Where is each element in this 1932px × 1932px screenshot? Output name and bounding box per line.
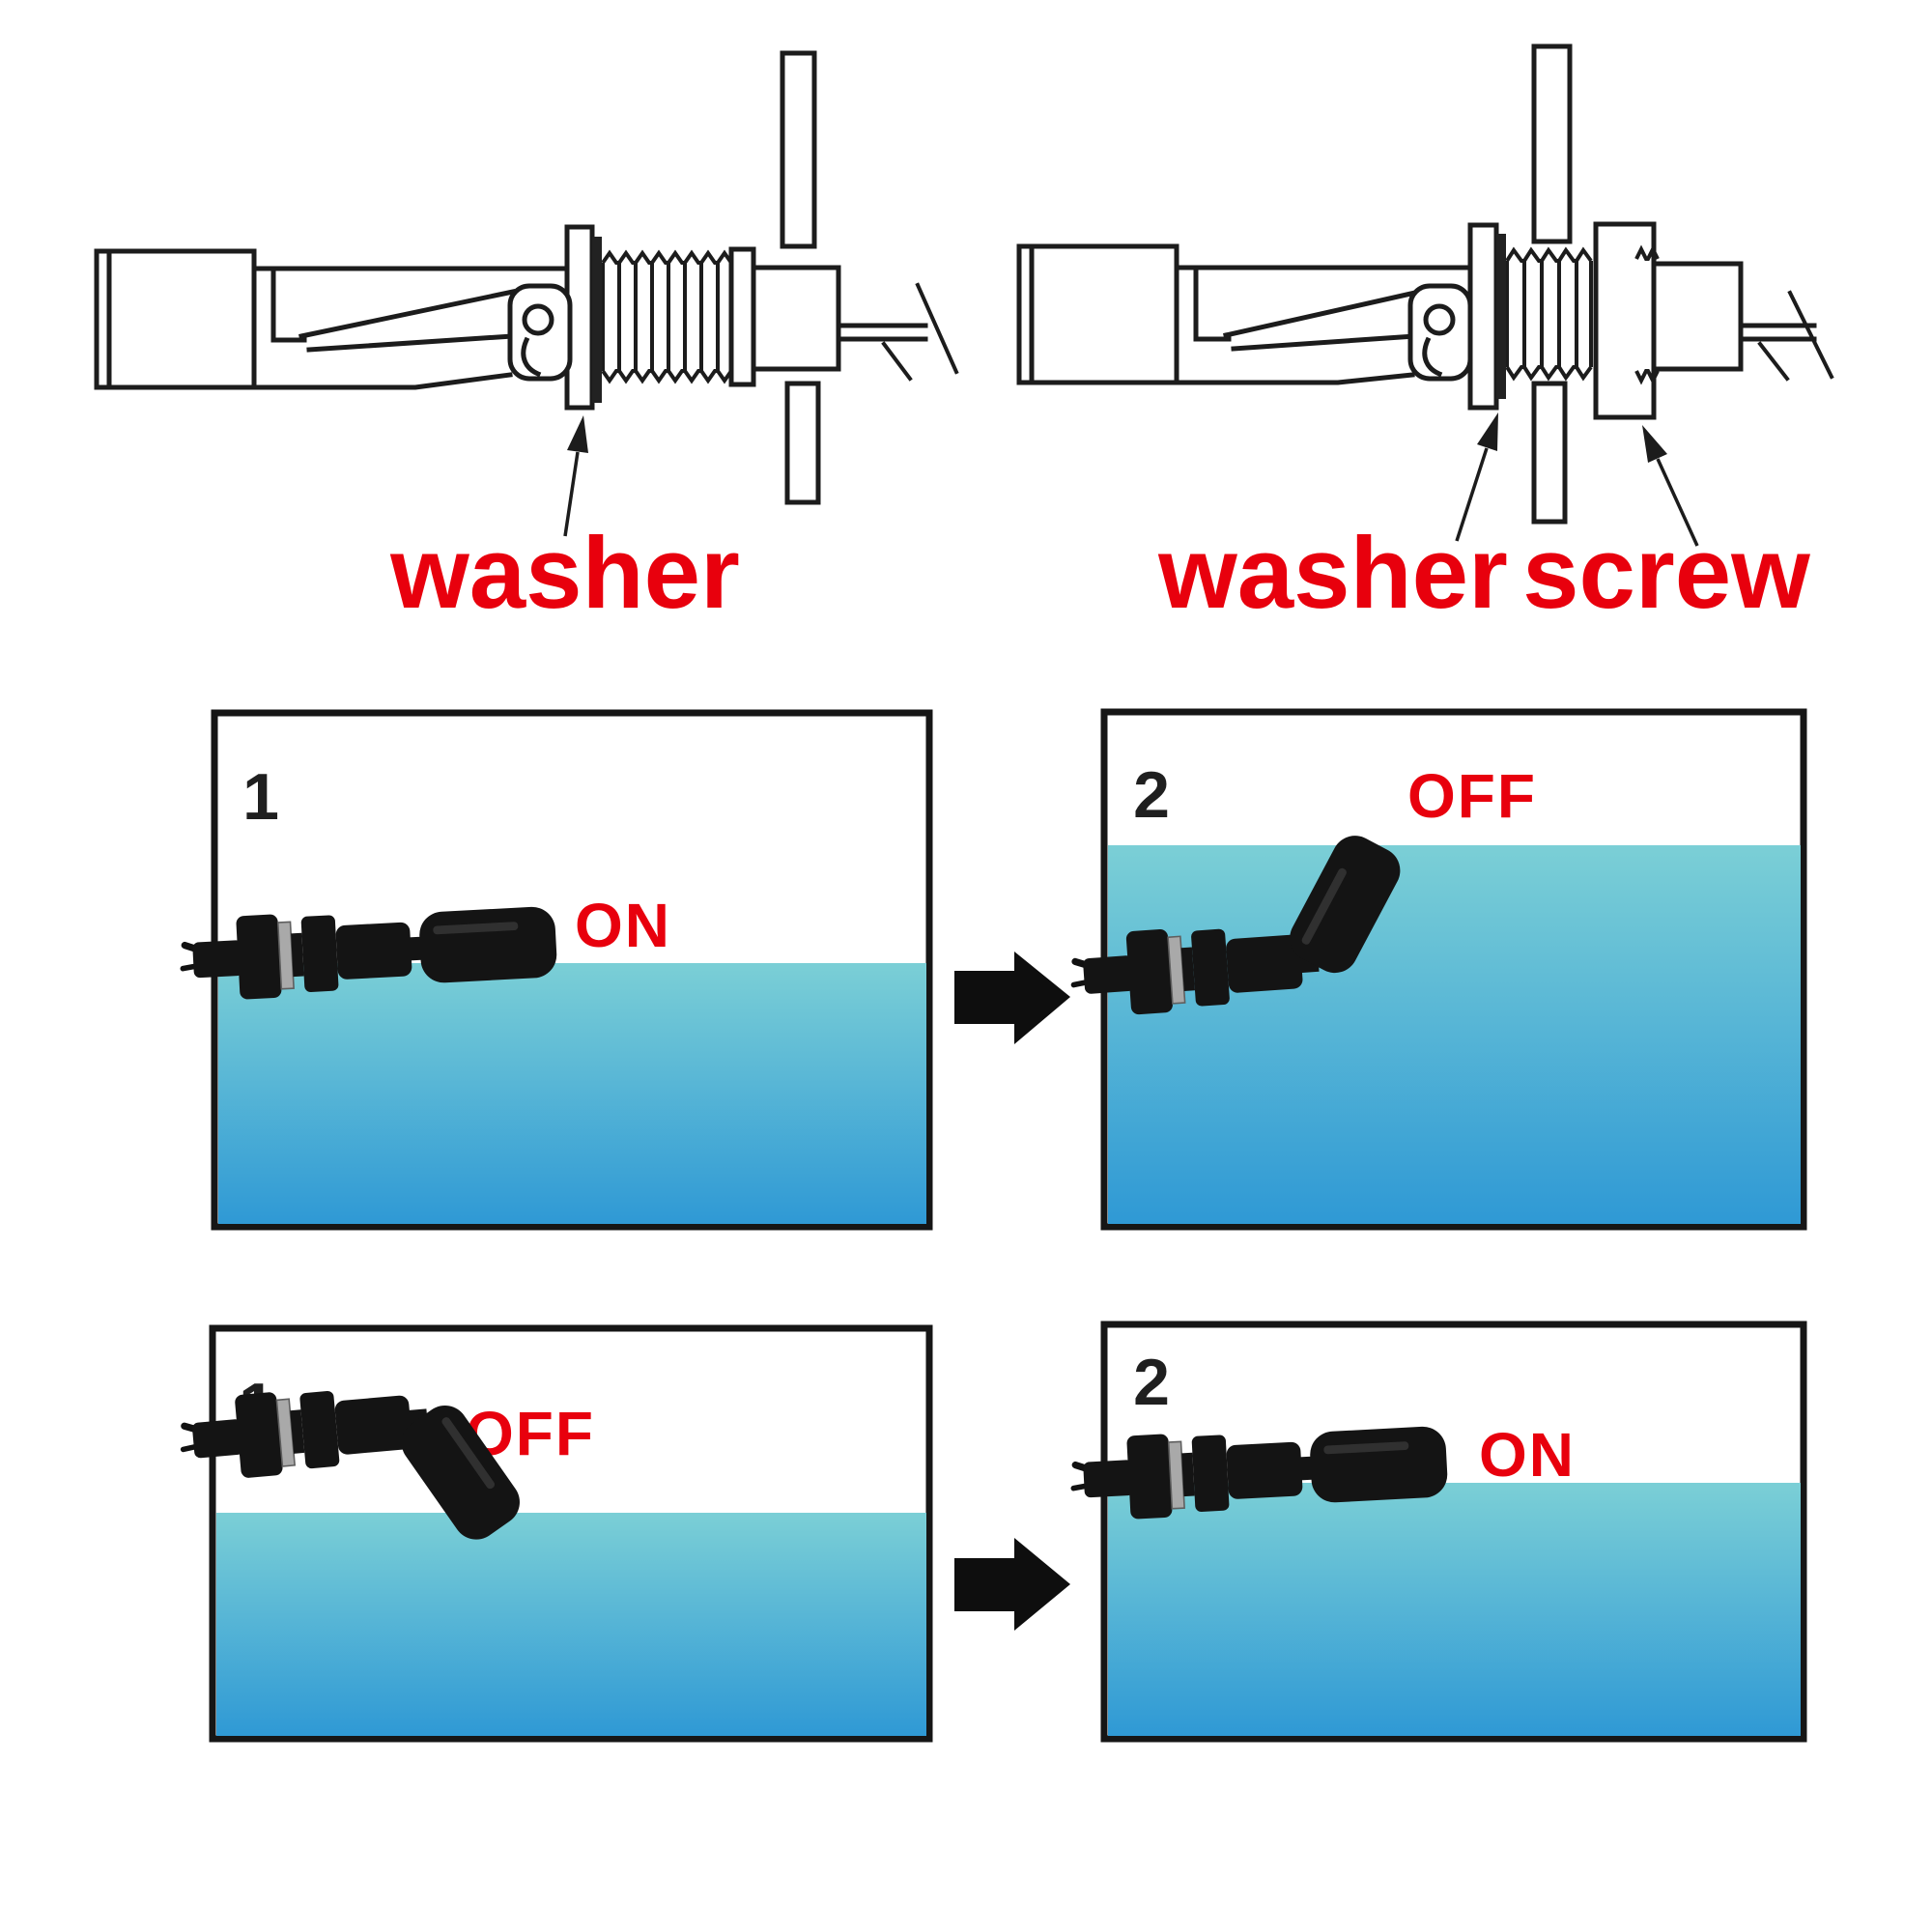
washer-label-right: washer	[1157, 517, 1508, 630]
step-panel-1-on: 1 ON	[181, 709, 933, 1231]
panel-number: 2	[1133, 1346, 1170, 1419]
washer-pointer-arrow	[1455, 412, 1498, 542]
step-panel-3-off: 1 OFF	[179, 1324, 933, 1743]
thread-section	[1505, 246, 1593, 382]
screw-nut	[1593, 221, 1660, 420]
tank-wall-upper	[1531, 43, 1573, 244]
washer-part	[592, 237, 602, 403]
float-and-hinge-arm	[94, 248, 573, 390]
washer-pointer-arrow	[563, 415, 588, 537]
state-label: ON	[1479, 1420, 1576, 1490]
tank-wall-lower	[1531, 381, 1568, 525]
mount-flange	[1467, 222, 1499, 411]
step-panel-4-on: 2 ON	[1071, 1321, 1807, 1743]
thread-section	[601, 249, 733, 384]
right-arrow-icon	[954, 952, 1070, 1044]
float-and-hinge-arm	[1016, 243, 1473, 385]
screw-label: screw	[1522, 517, 1810, 630]
panel-number: 1	[242, 760, 279, 834]
installation-drawing-without-screw	[94, 50, 959, 537]
lead-wires	[1738, 290, 1834, 382]
water	[216, 1513, 926, 1736]
hinge-pin-hole	[522, 303, 554, 336]
water	[1108, 845, 1801, 1224]
water	[1108, 1483, 1801, 1736]
tank-wall-lower	[784, 381, 821, 505]
washer-label-left: washer	[389, 517, 740, 630]
thread-collar	[728, 246, 756, 387]
switch-body	[1651, 261, 1744, 372]
state-label: ON	[575, 891, 671, 960]
tank-wall-upper	[780, 50, 817, 249]
panel-number: 2	[1133, 758, 1170, 832]
water	[218, 963, 926, 1224]
state-label: OFF	[1407, 761, 1537, 831]
screw-pointer-arrow	[1642, 425, 1699, 547]
washer-part	[1496, 234, 1506, 399]
step-panel-2-off: 2 OFF	[1065, 708, 1807, 1231]
hinge-pin-hole	[1423, 303, 1456, 336]
switch-body	[751, 265, 841, 372]
right-arrow-icon	[954, 1538, 1070, 1631]
lead-wires	[836, 282, 959, 382]
installation-drawing-with-screw	[1016, 43, 1834, 547]
